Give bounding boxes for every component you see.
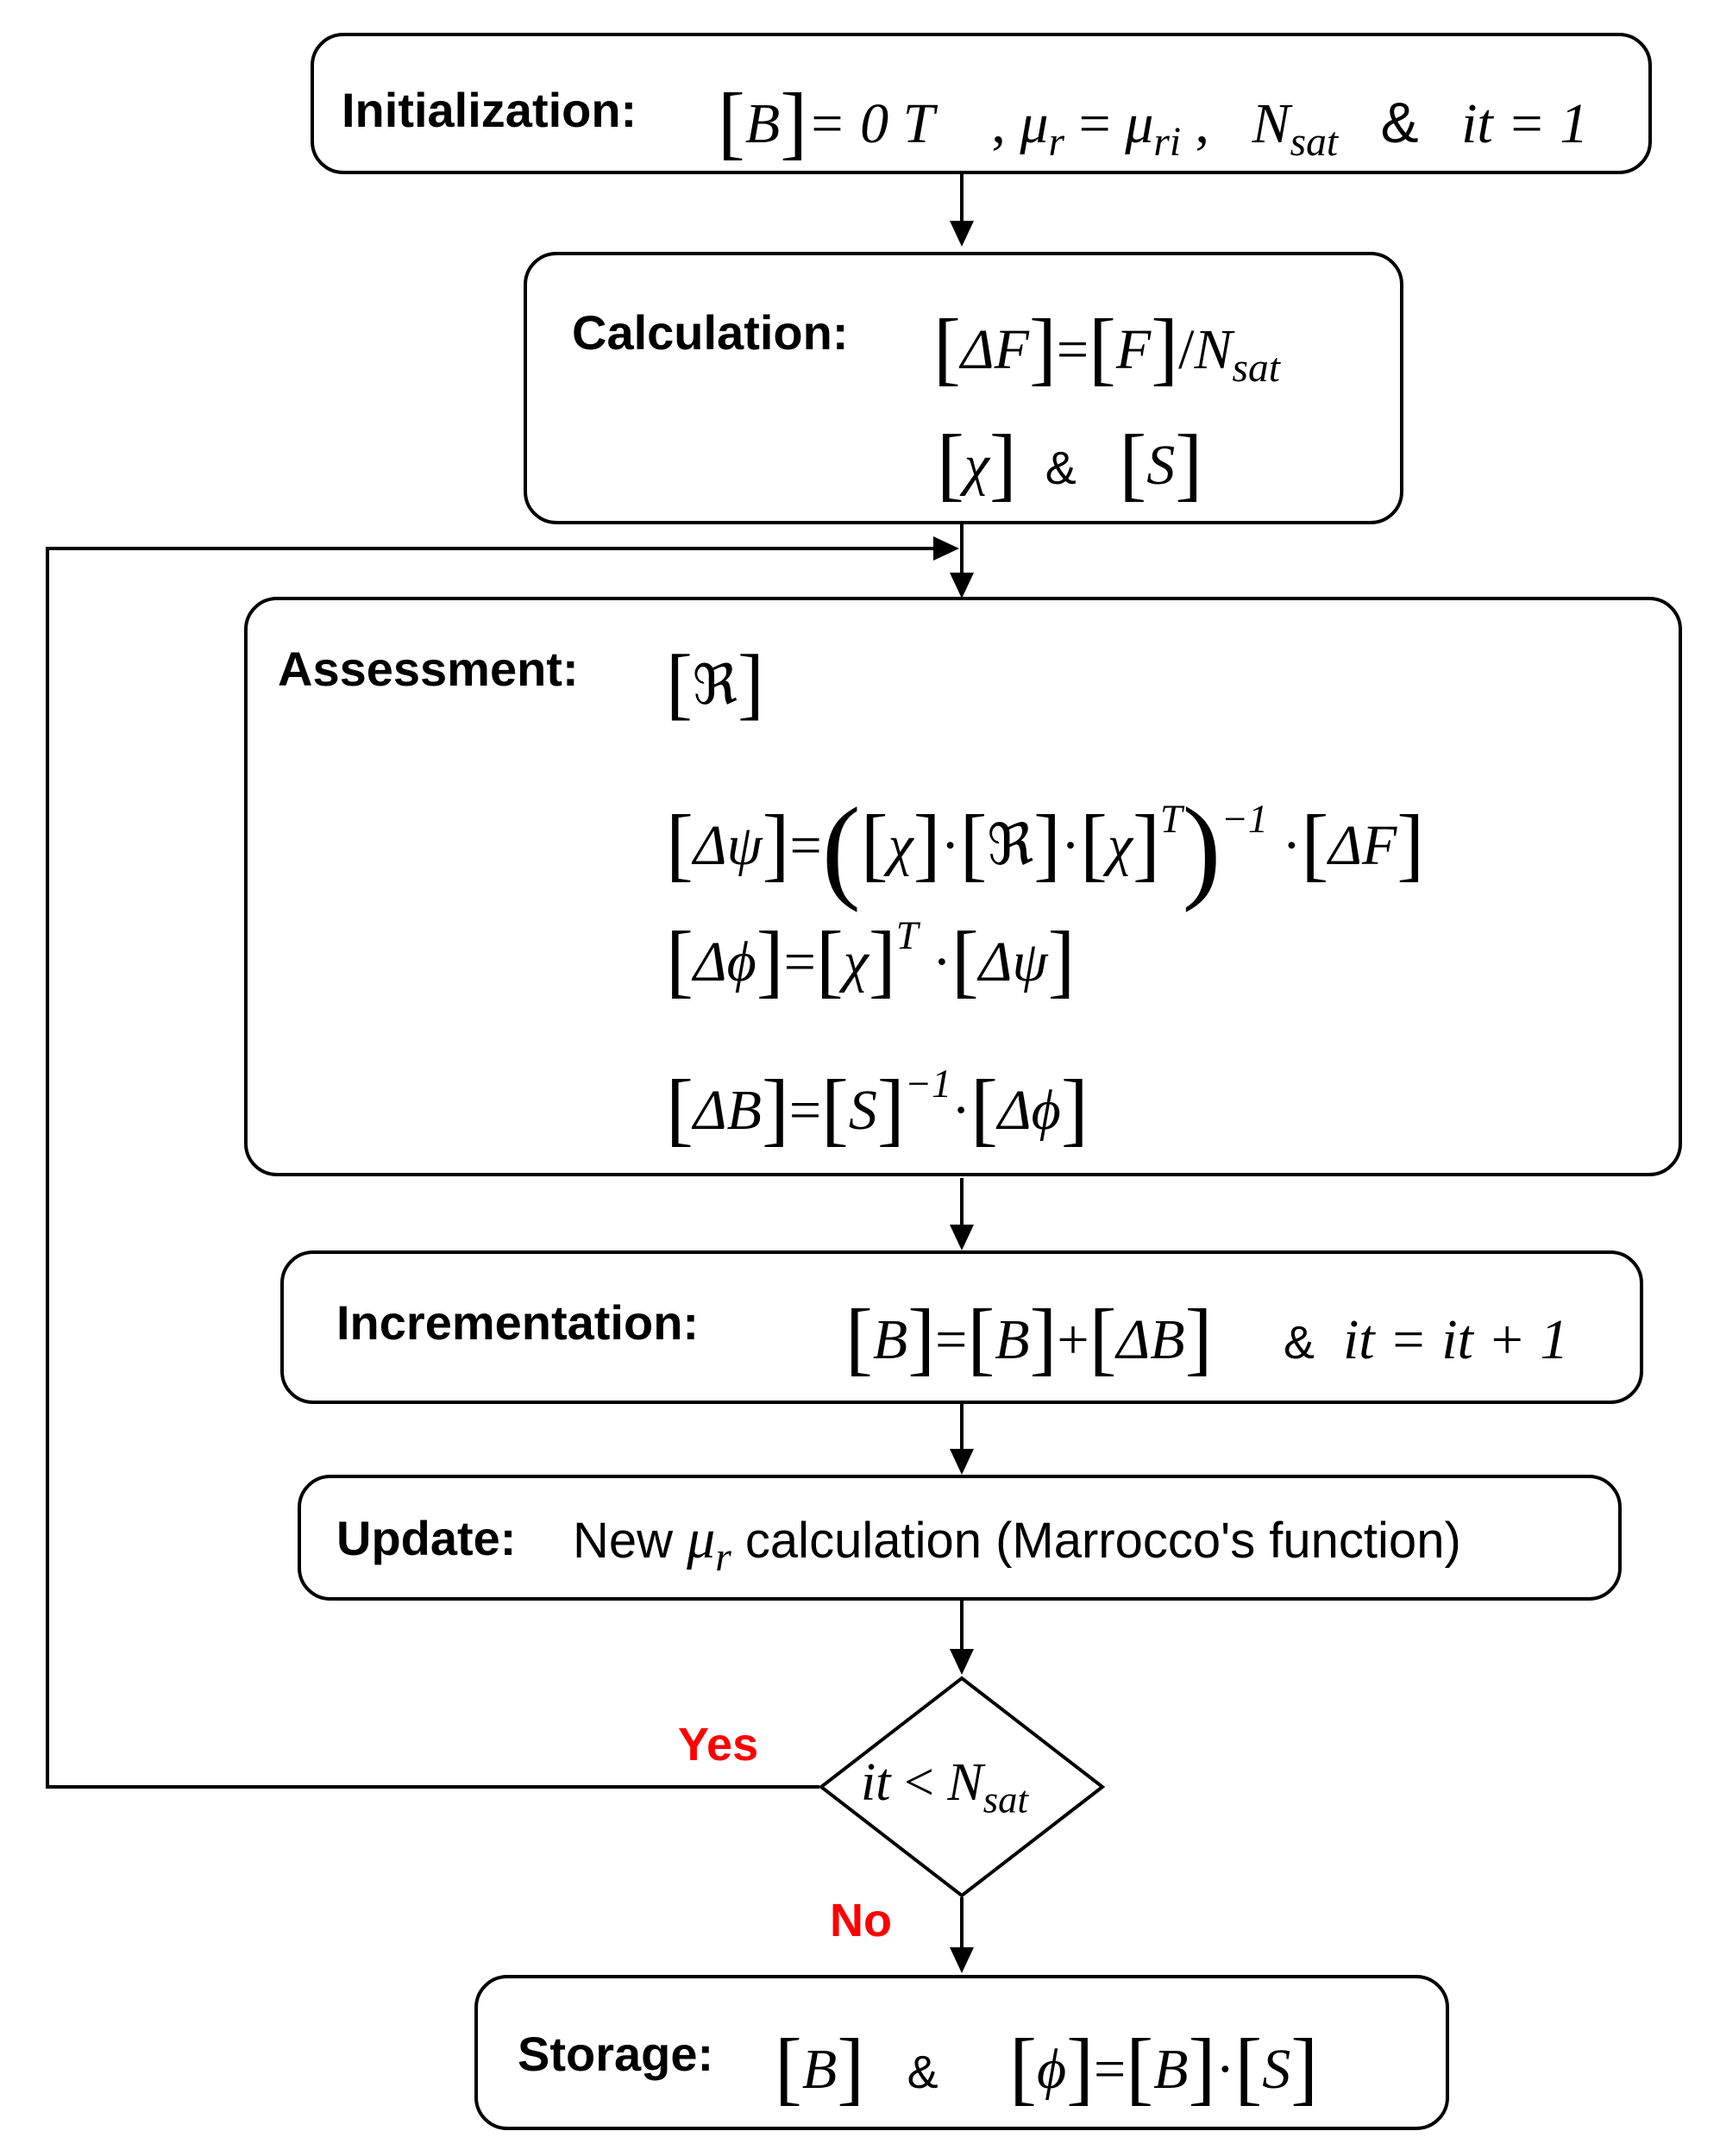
initialization-box bbox=[311, 33, 1652, 174]
incrementation-label: Incrementation: bbox=[336, 1295, 700, 1350]
assessment-reluctance: [ℜ] bbox=[666, 639, 764, 729]
assessment-box bbox=[244, 597, 1682, 1176]
decision-condition: it < Nsat bbox=[861, 1753, 1028, 1821]
calculation-label: Calculation: bbox=[572, 305, 849, 360]
initialization-label: Initialization: bbox=[342, 83, 637, 137]
calculation-box bbox=[524, 252, 1403, 524]
no-label: No bbox=[830, 1895, 892, 1946]
calculation-formula-2: [χ] & [S] bbox=[937, 417, 1203, 509]
decision-diamond bbox=[818, 1676, 1106, 1898]
storage-box bbox=[474, 1975, 1449, 2130]
storage-label: Storage: bbox=[518, 2027, 714, 2081]
initialization-formula: [B]= 0 T , μr = μri , Nsat & it = 1 bbox=[718, 75, 1589, 167]
update-box bbox=[298, 1475, 1622, 1601]
update-label: Update: bbox=[336, 1511, 517, 1565]
assessment-formula-b: [ΔB]=[S]−1·[Δϕ] bbox=[666, 1062, 1089, 1154]
assessment-formula-phi: [Δϕ]=[χ]T ·[Δψ] bbox=[666, 913, 1076, 1006]
incrementation-formula: [B]=[B]+[ΔB] & it = it + 1 bbox=[845, 1291, 1569, 1383]
storage-formula: [B] & [ϕ]=[B]·[S] bbox=[775, 2021, 1319, 2113]
assessment-label: Assessment: bbox=[278, 642, 579, 696]
calculation-formula-1: [ΔF]=[F]/Nsat bbox=[933, 301, 1280, 393]
update-text: New μr calculation (Marrocco's function) bbox=[573, 1507, 1461, 1581]
assessment-formula-psi: [Δψ]=([χ]·[ℜ]·[χ]T)−1 ·[ΔF] bbox=[666, 784, 1425, 914]
incrementation-box bbox=[280, 1250, 1643, 1404]
yes-label: Yes bbox=[678, 1719, 759, 1771]
loop-back-line bbox=[46, 547, 940, 1789]
